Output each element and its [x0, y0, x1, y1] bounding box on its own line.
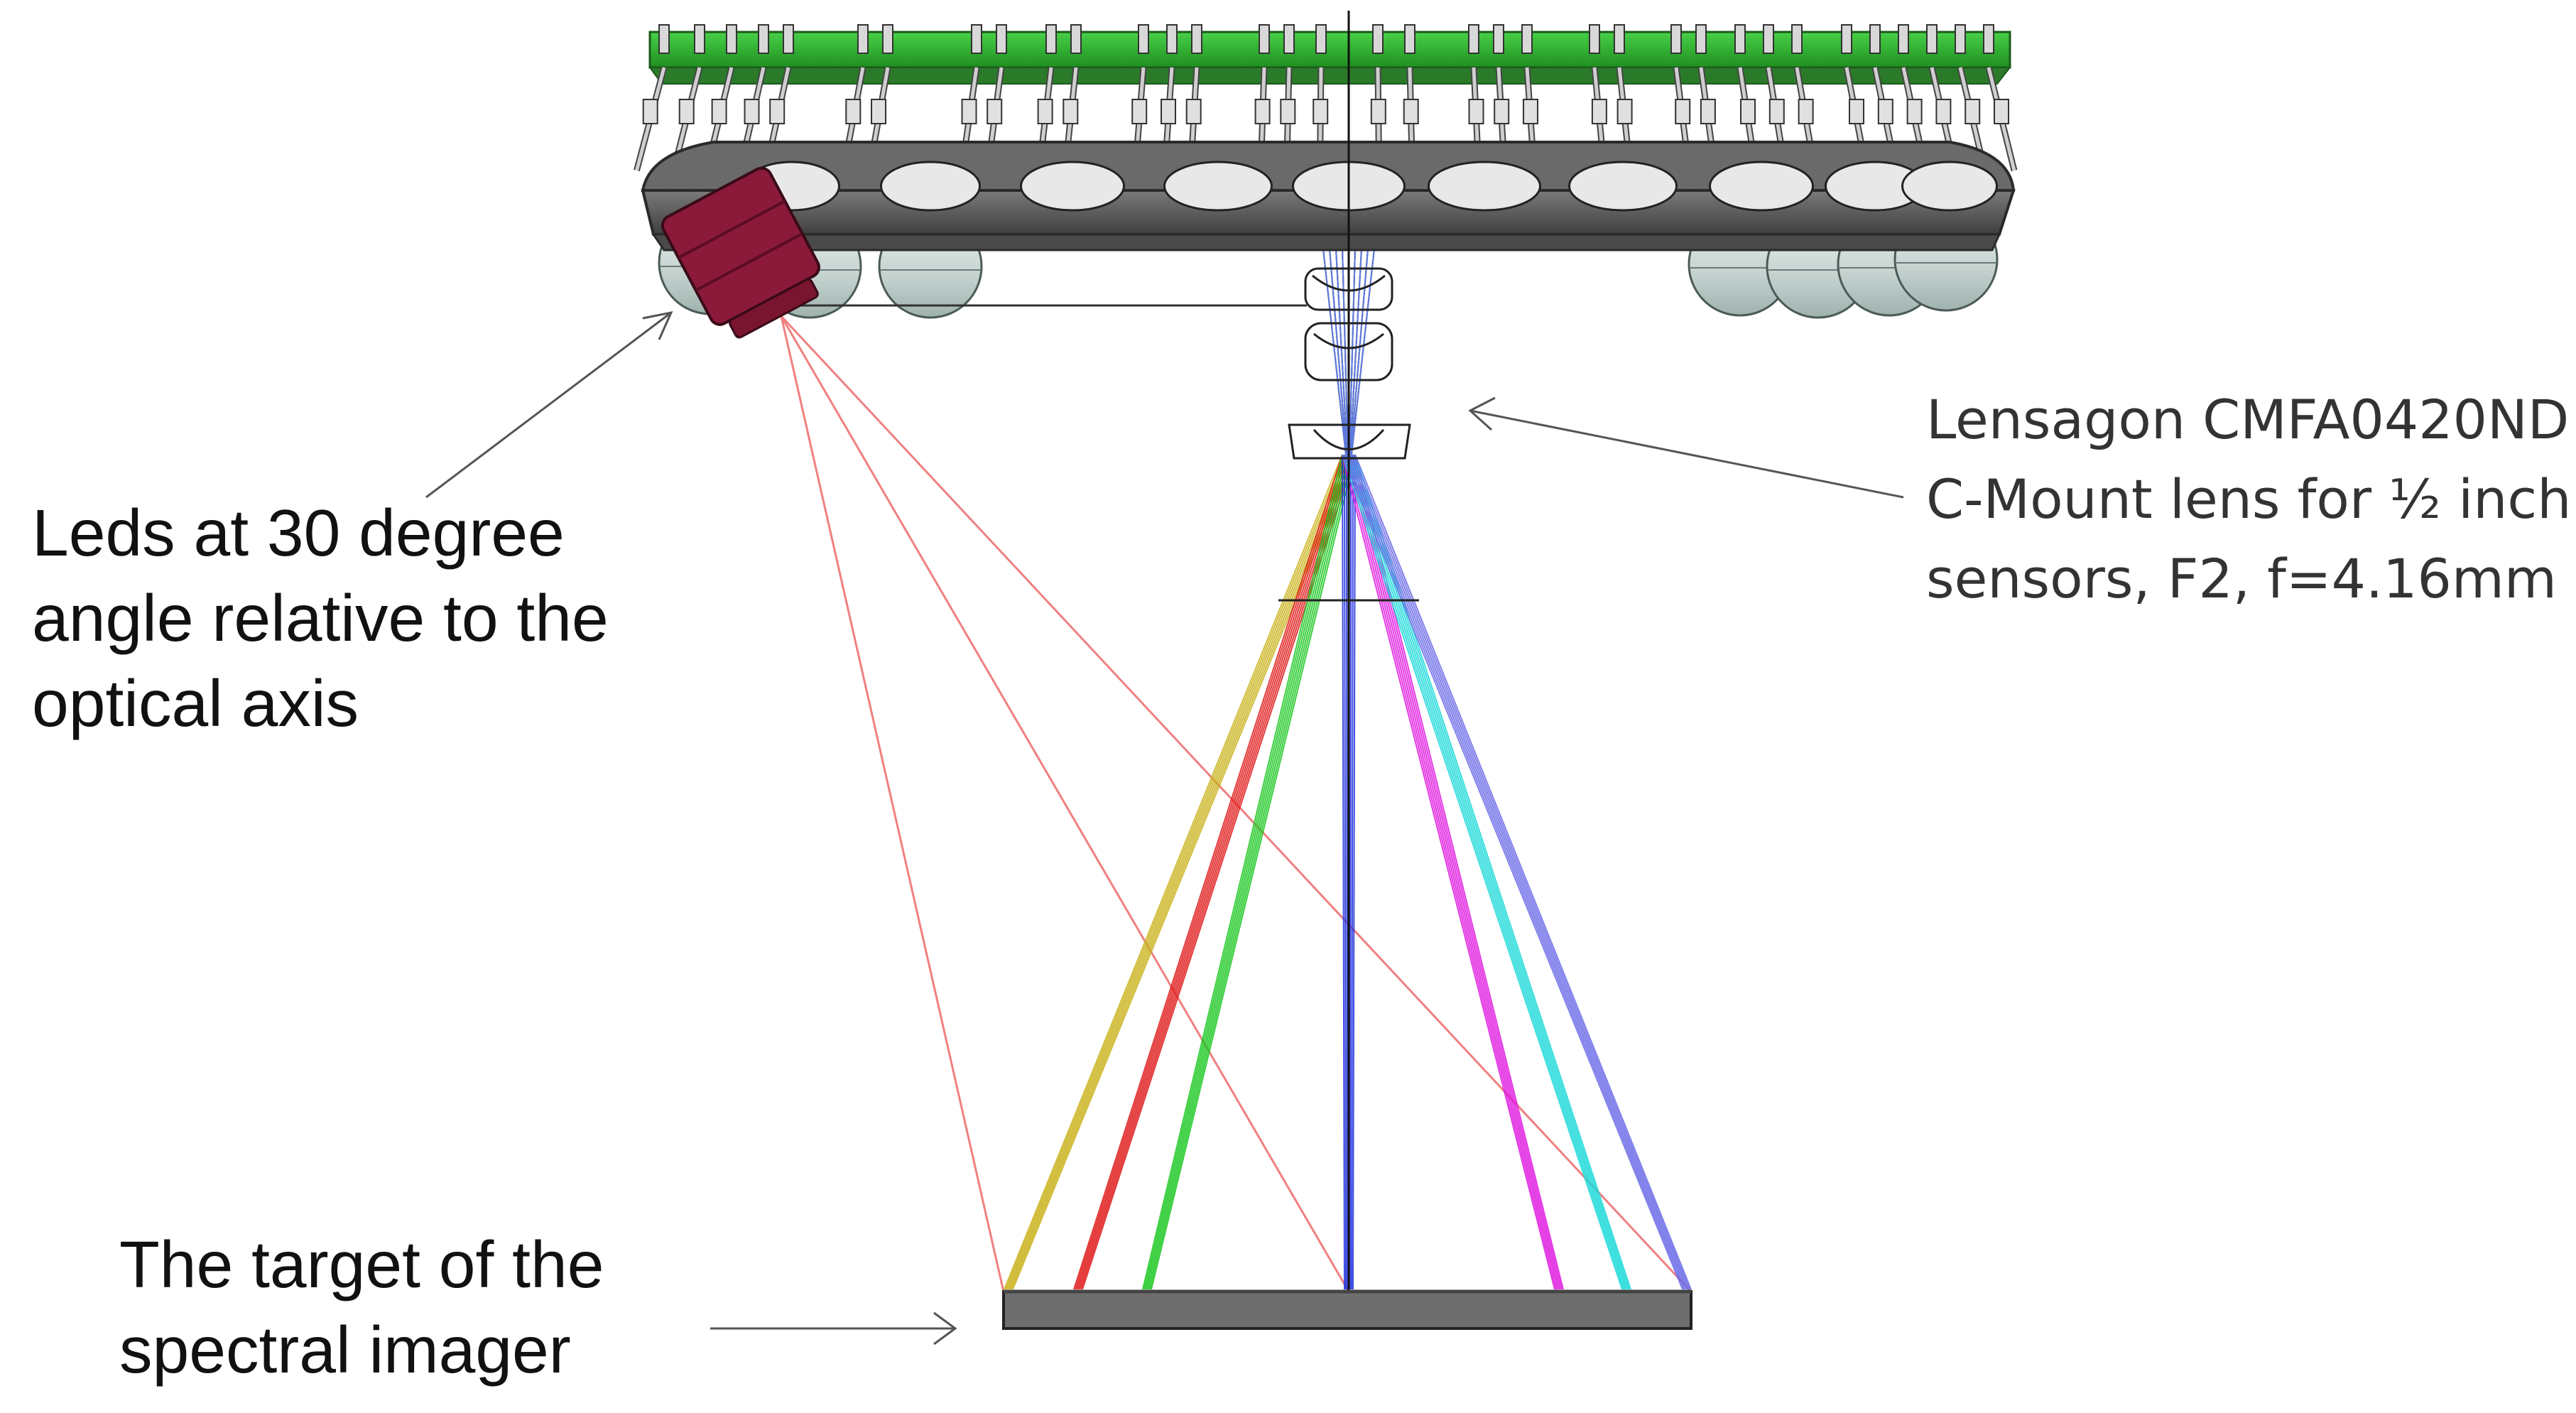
ray-bundle — [1142, 248, 1375, 1290]
lens-pointer-arrow — [1468, 396, 1904, 499]
imaging-ray-bundles — [1004, 248, 1692, 1290]
ray-bundle — [1322, 248, 1631, 1290]
target-label: The target of the spectral imager — [119, 1228, 604, 1387]
connector-pin — [1983, 24, 2018, 172]
connector-pin — [1161, 24, 1178, 171]
led-ray — [780, 315, 1005, 1292]
led-well — [1709, 161, 1814, 212]
pcb-board — [648, 31, 2012, 85]
led-connector-pins — [634, 24, 2018, 172]
ray-bundle — [1322, 248, 1692, 1290]
angled-led — [661, 166, 820, 339]
spectral-imager-target — [1002, 1289, 1692, 1330]
led-well — [1568, 161, 1678, 212]
led-ray — [780, 315, 1350, 1292]
target-pointer-arrow — [710, 1311, 957, 1346]
connector-pin — [634, 24, 670, 172]
lensagon-lens-assembly — [1278, 267, 1419, 602]
led-well — [1901, 161, 1998, 212]
ray-bundle — [1322, 248, 1564, 1290]
led-well — [880, 161, 981, 212]
led-well — [1163, 161, 1273, 212]
leds-angle-label: Leds at 30 degree angle relative to the … — [32, 496, 609, 740]
lens-description-label: Lensagon CMFA0420ND C-Mount lens for ½ i… — [1926, 388, 2572, 610]
led-well — [1020, 161, 1125, 212]
leds-pointer-arrow — [425, 310, 673, 499]
led-well — [1428, 161, 1541, 212]
pointer-arrows — [425, 310, 1904, 1346]
